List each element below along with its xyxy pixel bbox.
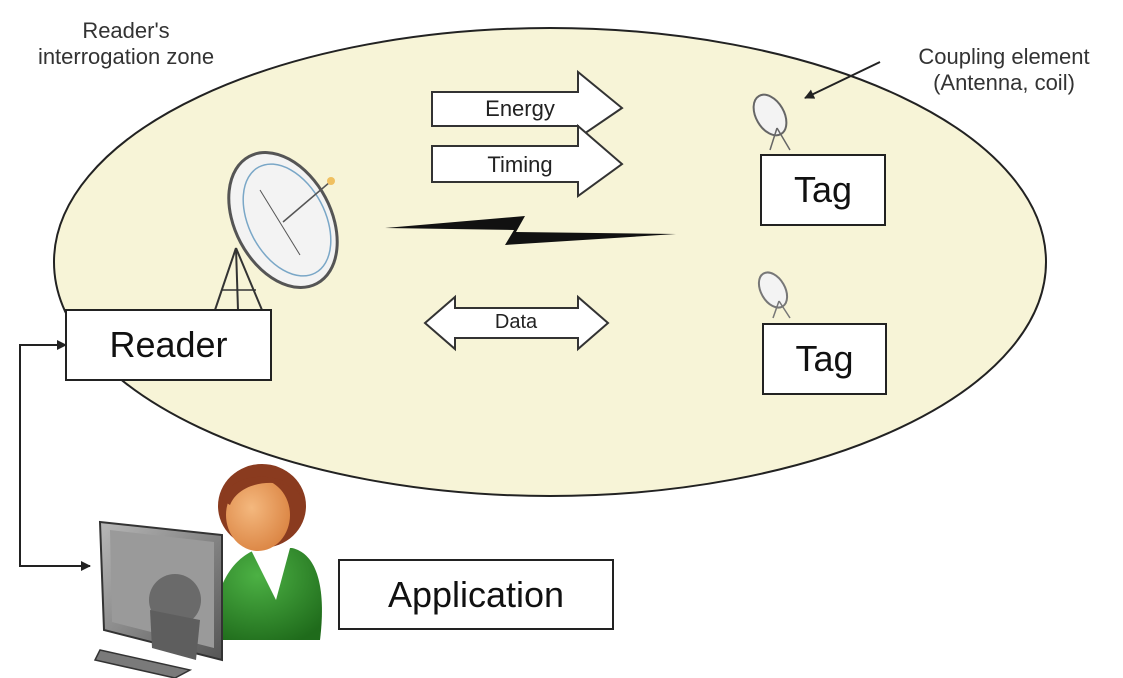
zone-label: Reader's interrogation zone [0,18,252,71]
coupling-label-line1: Coupling element [918,44,1090,69]
tag-box-bottom: Tag [762,323,887,395]
timing-arrow [431,123,624,198]
energy-arrow [431,69,624,140]
user-computer-icon [93,464,322,678]
energy-label: Energy [485,96,555,121]
application-label: Application [387,573,565,615]
tag-label-bottom: Tag [795,338,854,379]
reader-box: Reader [65,309,272,381]
tag-label-top: Tag [793,169,853,210]
reader-antenna-icon [214,151,339,311]
coupling-label-line2: (Antenna, coil) [933,70,1075,96]
zone-label-line2: interrogation zone [37,44,215,70]
tag-antenna-icon-2 [757,271,791,319]
data-double-arrow [423,294,610,352]
coupling-pointer-arrow [804,61,881,99]
application-box: Application [338,559,614,630]
tag-antenna-icon [752,93,791,151]
zone-label-line1: Reader's [82,18,170,43]
data-label: Data [494,311,538,333]
timing-label: Timing [487,152,553,177]
lightning-bolt-icon [385,216,676,245]
reader-label: Reader [109,324,228,365]
tag-box-top: Tag [760,154,886,226]
coupling-label: Coupling element (Antenna, coil) [888,44,1120,97]
